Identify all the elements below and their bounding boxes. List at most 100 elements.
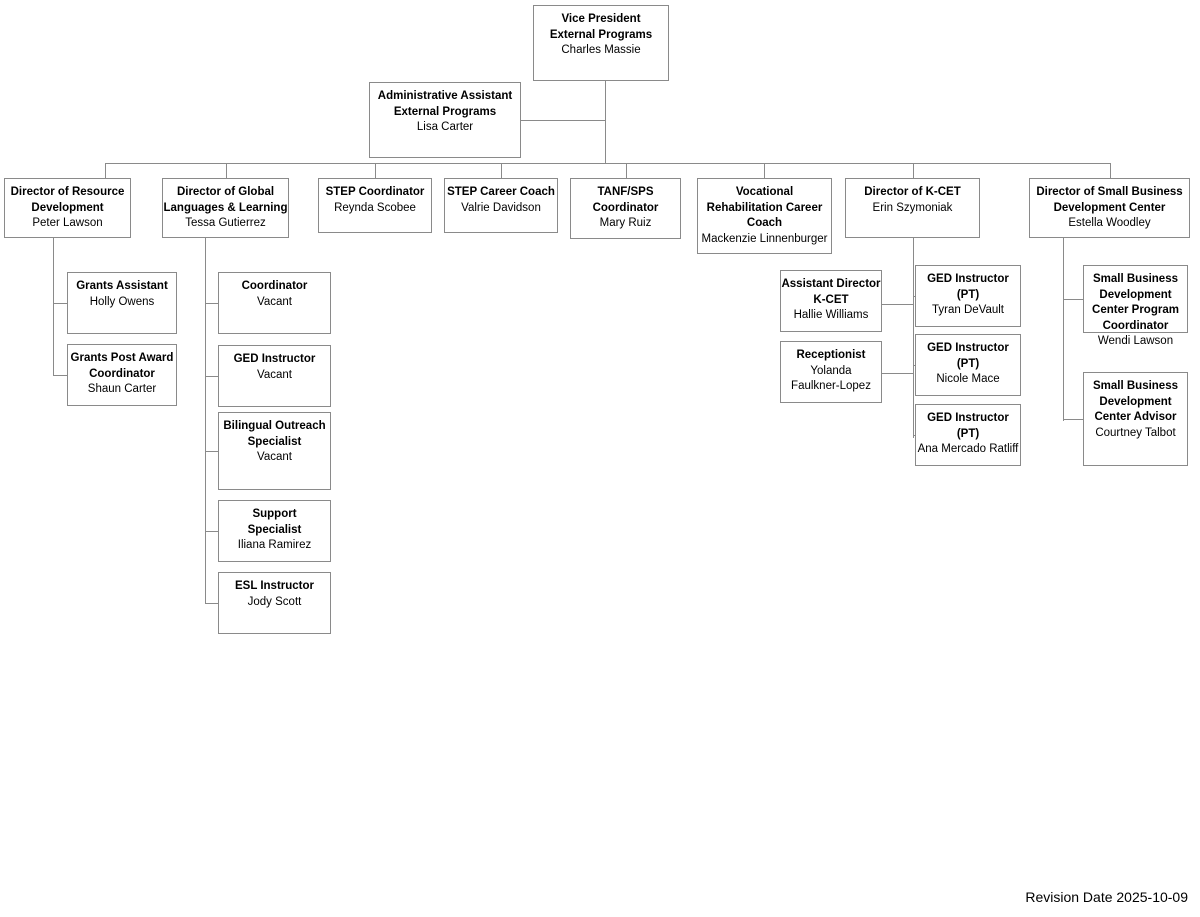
node-person: Ana Mercado Ratliff: [917, 443, 1019, 456]
node-title: Receptionist: [796, 349, 866, 361]
node-title: Grants Post Award Coordinator: [70, 352, 174, 380]
node-title: GED Instructor (PT): [927, 412, 1009, 440]
node-title: Vice President External Programs: [549, 13, 653, 41]
node-title: GED Instructor (PT): [927, 342, 1009, 370]
conn-kcet-to-receptionist: [882, 373, 913, 374]
node-person: Lisa Carter: [416, 121, 474, 134]
node-person: Tessa Gutierrez: [185, 217, 266, 230]
node-person: Nicole Mace: [936, 373, 1000, 386]
conn-sbdc-spine: [1063, 238, 1064, 421]
conn-kcet-to-ged-2: [913, 365, 915, 366]
node-person: Hallie Williams: [793, 309, 869, 322]
node-title: Coordinator: [241, 280, 308, 292]
node-person: Mary Ruiz: [599, 217, 652, 230]
node-person: Peter Lawson: [32, 217, 103, 230]
node-person: Shaun Carter: [87, 383, 157, 396]
node-person: Erin Szymoniak: [872, 201, 953, 214]
node-person: Valrie Davidson: [461, 201, 541, 214]
node-title: GED Instructor: [233, 353, 316, 365]
conn-gll-to-coordinator: [205, 303, 218, 304]
conn-gll-to-ged: [205, 376, 218, 377]
node-person: Mackenzie Linnenburger: [701, 232, 828, 245]
node-title: Small Business Development Center Adviso…: [1092, 380, 1178, 424]
conn-stub-global-lang: [226, 163, 227, 178]
node-title: Administrative Assistant External Progra…: [377, 90, 513, 118]
conn-kcet-to-ged-3: [913, 435, 915, 436]
node-title: Grants Assistant: [76, 280, 168, 292]
conn-kcet-spine: [913, 238, 914, 438]
node-title: Director of K-CET: [864, 186, 961, 198]
conn-stub-vocational: [764, 163, 765, 178]
node-title: GED Instructor (PT): [927, 273, 1009, 301]
node-title: Director of Small Business Development C…: [1036, 186, 1183, 214]
node-title: TANF/SPS Coordinator: [592, 186, 659, 214]
node-director-of-small-business-development-center[interactable]: Director of Small Business Development C…: [1029, 178, 1190, 238]
node-ged-instructor-pt-ana-mercado-ratliff[interactable]: GED Instructor (PT) Ana Mercado Ratliff: [915, 404, 1021, 466]
node-person: Jody Scott: [247, 595, 302, 608]
node-title: Bilingual Outreach Specialist: [223, 420, 326, 448]
conn-gll-to-esl: [205, 603, 218, 604]
node-person: Wendi Lawson: [1097, 335, 1174, 348]
conn-admin-assistant-link: [521, 120, 606, 121]
node-person: Courtney Talbot: [1095, 426, 1176, 439]
node-title: Support Specialist: [247, 508, 302, 536]
conn-kcet-to-ged-1: [913, 296, 915, 297]
node-title: STEP Coordinator: [325, 186, 425, 198]
conn-stub-resource-dev: [105, 163, 106, 178]
conn-stub-step-coach: [501, 163, 502, 178]
node-person: Vacant: [257, 368, 292, 381]
node-small-business-development-center-program-coordinator[interactable]: Small Business Development Center Progra…: [1083, 265, 1188, 347]
conn-stub-tanf-sps: [626, 163, 627, 178]
conn-sbdc-to-advisor: [1063, 419, 1083, 420]
node-person: Tyran DeVault: [931, 304, 1004, 317]
node-person: Holly Owens: [89, 295, 155, 308]
node-title: Assistant Director K-CET: [781, 278, 881, 306]
conn-sbdc-to-coordinator: [1063, 299, 1083, 300]
node-ged-instructor-pt-tyran-devault[interactable]: GED Instructor (PT) Tyran DeVault: [915, 265, 1021, 327]
conn-stub-kcet: [913, 163, 914, 178]
node-administrative-assistant[interactable]: Administrative Assistant External Progra…: [369, 82, 521, 158]
node-title: ESL Instructor: [234, 580, 315, 592]
revision-date-label: Revision Date 2025-10-09: [1025, 889, 1188, 905]
node-ged-instructor-pt-nicole-mace[interactable]: GED Instructor (PT) Nicole Mace: [915, 334, 1021, 396]
node-person: Vacant: [257, 295, 292, 308]
conn-stub-step-coord: [375, 163, 376, 178]
node-title: Director of Resource Development: [10, 186, 125, 214]
conn-rd-spine: [53, 238, 54, 376]
node-person: Charles Massie: [561, 44, 641, 57]
node-title: Vocational Rehabilitation Career Coach: [706, 186, 823, 230]
node-person: Yolanda Faulkner-Lopez: [791, 364, 871, 393]
conn-director-bus: [105, 163, 1111, 164]
node-title: Small Business Development Center Progra…: [1092, 273, 1179, 332]
conn-rd-to-grants-assist: [53, 303, 67, 304]
node-title: STEP Career Coach: [447, 186, 555, 198]
conn-gll-to-bilingual: [205, 451, 218, 452]
node-person: Reynda Scobee: [334, 201, 416, 214]
conn-stub-sbdc: [1110, 163, 1111, 178]
node-director-of-k-cet[interactable]: Director of K-CET Erin Szymoniak: [845, 178, 980, 238]
node-small-business-development-center-advisor[interactable]: Small Business Development Center Adviso…: [1083, 372, 1188, 466]
node-person: Iliana Ramirez: [237, 539, 312, 552]
node-person: Estella Woodley: [1068, 217, 1151, 230]
conn-gll-spine: [205, 238, 206, 603]
node-assistant-director-k-cet[interactable]: Assistant Director K-CET Hallie Williams: [780, 270, 882, 332]
conn-rd-to-grants-post: [53, 375, 67, 376]
conn-gll-to-support: [205, 531, 218, 532]
node-person: Vacant: [257, 451, 292, 464]
